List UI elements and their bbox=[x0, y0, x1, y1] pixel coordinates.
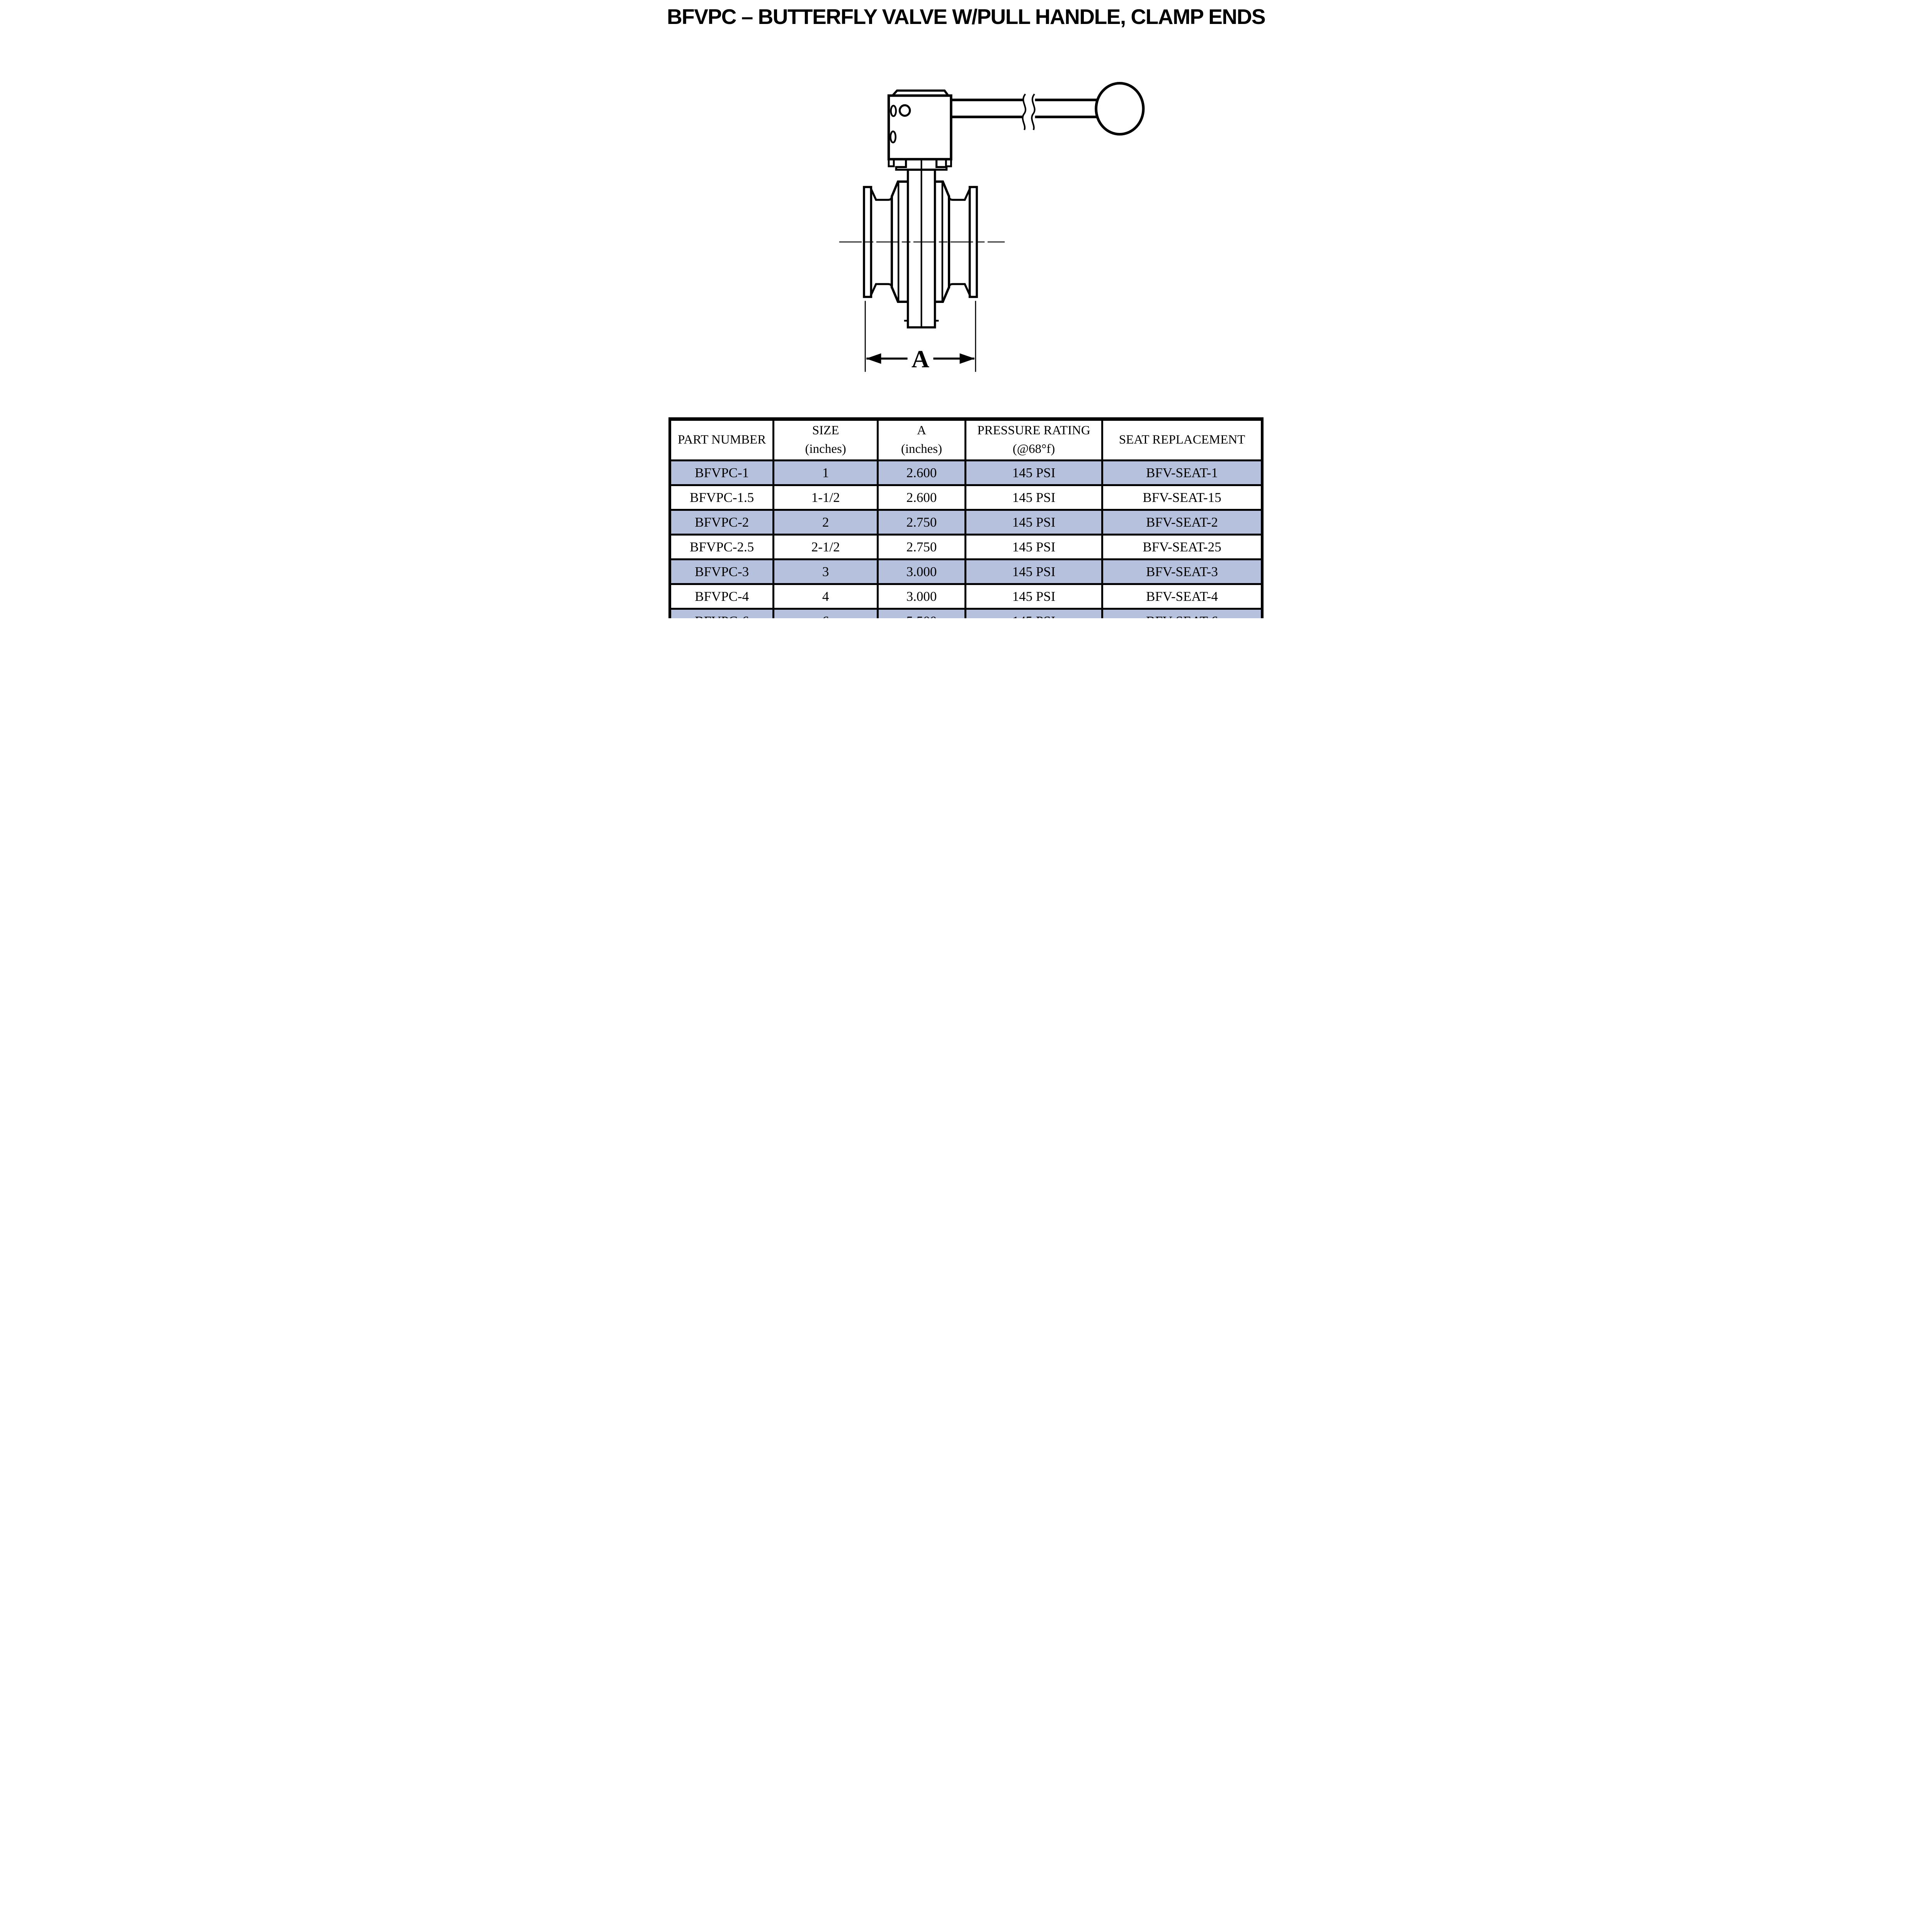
table-cell: 2.750 bbox=[877, 534, 966, 560]
table-cell: 145 PSI bbox=[964, 534, 1104, 560]
table-cell: 145 PSI bbox=[964, 558, 1104, 585]
rod-break-line bbox=[1022, 94, 1027, 130]
head-feet bbox=[888, 158, 952, 167]
disc-stem bbox=[904, 158, 939, 328]
table-cell: 2.750 bbox=[877, 509, 966, 536]
table-cell: 145 PSI bbox=[964, 484, 1104, 511]
dimension-a-label: A bbox=[912, 345, 929, 372]
spec-sheet-page: BFVPC – BUTTERFLY VALVE W/PULL HANDLE, C… bbox=[665, 0, 1267, 618]
table-cell: 2.600 bbox=[877, 484, 966, 511]
table-cell: BFV-SEAT-2 bbox=[1101, 509, 1263, 536]
table-cell: BFV-SEAT-6 bbox=[1101, 608, 1263, 618]
table-cell: BFVPC-1 bbox=[668, 459, 775, 486]
table-cell: BFVPC-2 bbox=[668, 509, 775, 536]
table-cell: BFV-SEAT-15 bbox=[1101, 484, 1263, 511]
table-cell: 145 PSI bbox=[964, 459, 1104, 486]
handle-ball-knob bbox=[1095, 82, 1145, 136]
head-holes bbox=[889, 104, 911, 144]
table-cell: BFVPC-1.5 bbox=[668, 484, 775, 511]
table-cell: 1-1/2 bbox=[772, 484, 879, 511]
table-cell: BFV-SEAT-4 bbox=[1101, 583, 1263, 610]
table-cell: BFV-SEAT-3 bbox=[1101, 558, 1263, 585]
table-cell: 1 bbox=[772, 459, 879, 486]
table-cell: 145 PSI bbox=[964, 583, 1104, 610]
page-title: BFVPC – BUTTERFLY VALVE W/PULL HANDLE, C… bbox=[667, 5, 1266, 29]
table-cell: 2 bbox=[772, 509, 879, 536]
table-cell: BFVPC-6 bbox=[668, 608, 775, 618]
pull-handle-rod bbox=[950, 94, 1103, 130]
actuator-head bbox=[887, 94, 952, 161]
table-cell: 3.000 bbox=[877, 583, 966, 610]
table-cell: 5.500 bbox=[877, 608, 966, 618]
table-cell: 2.600 bbox=[877, 459, 966, 486]
table-cell: BFVPC-2.5 bbox=[668, 534, 775, 560]
table-cell: 6 bbox=[772, 608, 879, 618]
valve-drawing: A bbox=[832, 72, 1158, 387]
table-cell: 3.000 bbox=[877, 558, 966, 585]
table-cell: 2-1/2 bbox=[772, 534, 879, 560]
column-header: PART NUMBER bbox=[668, 418, 775, 461]
table-cell: 4 bbox=[772, 583, 879, 610]
dimension-a: A bbox=[864, 301, 976, 372]
table-cell: BFV-SEAT-25 bbox=[1101, 534, 1263, 560]
table-cell: 145 PSI bbox=[964, 608, 1104, 618]
column-header: SIZE(inches) bbox=[772, 418, 879, 461]
rod-break-line bbox=[1031, 94, 1036, 130]
column-header: A(inches) bbox=[877, 418, 966, 461]
table-cell: BFV-SEAT-1 bbox=[1101, 459, 1263, 486]
table-cell: BFVPC-4 bbox=[668, 583, 775, 610]
column-header: PRESSURE RATING(@68°f) bbox=[964, 418, 1104, 461]
column-header: SEAT REPLACEMENT bbox=[1101, 418, 1263, 461]
table-cell: 145 PSI bbox=[964, 509, 1104, 536]
stem-neck bbox=[895, 158, 948, 171]
table-cell: 3 bbox=[772, 558, 879, 585]
table-cell: BFVPC-3 bbox=[668, 558, 775, 585]
